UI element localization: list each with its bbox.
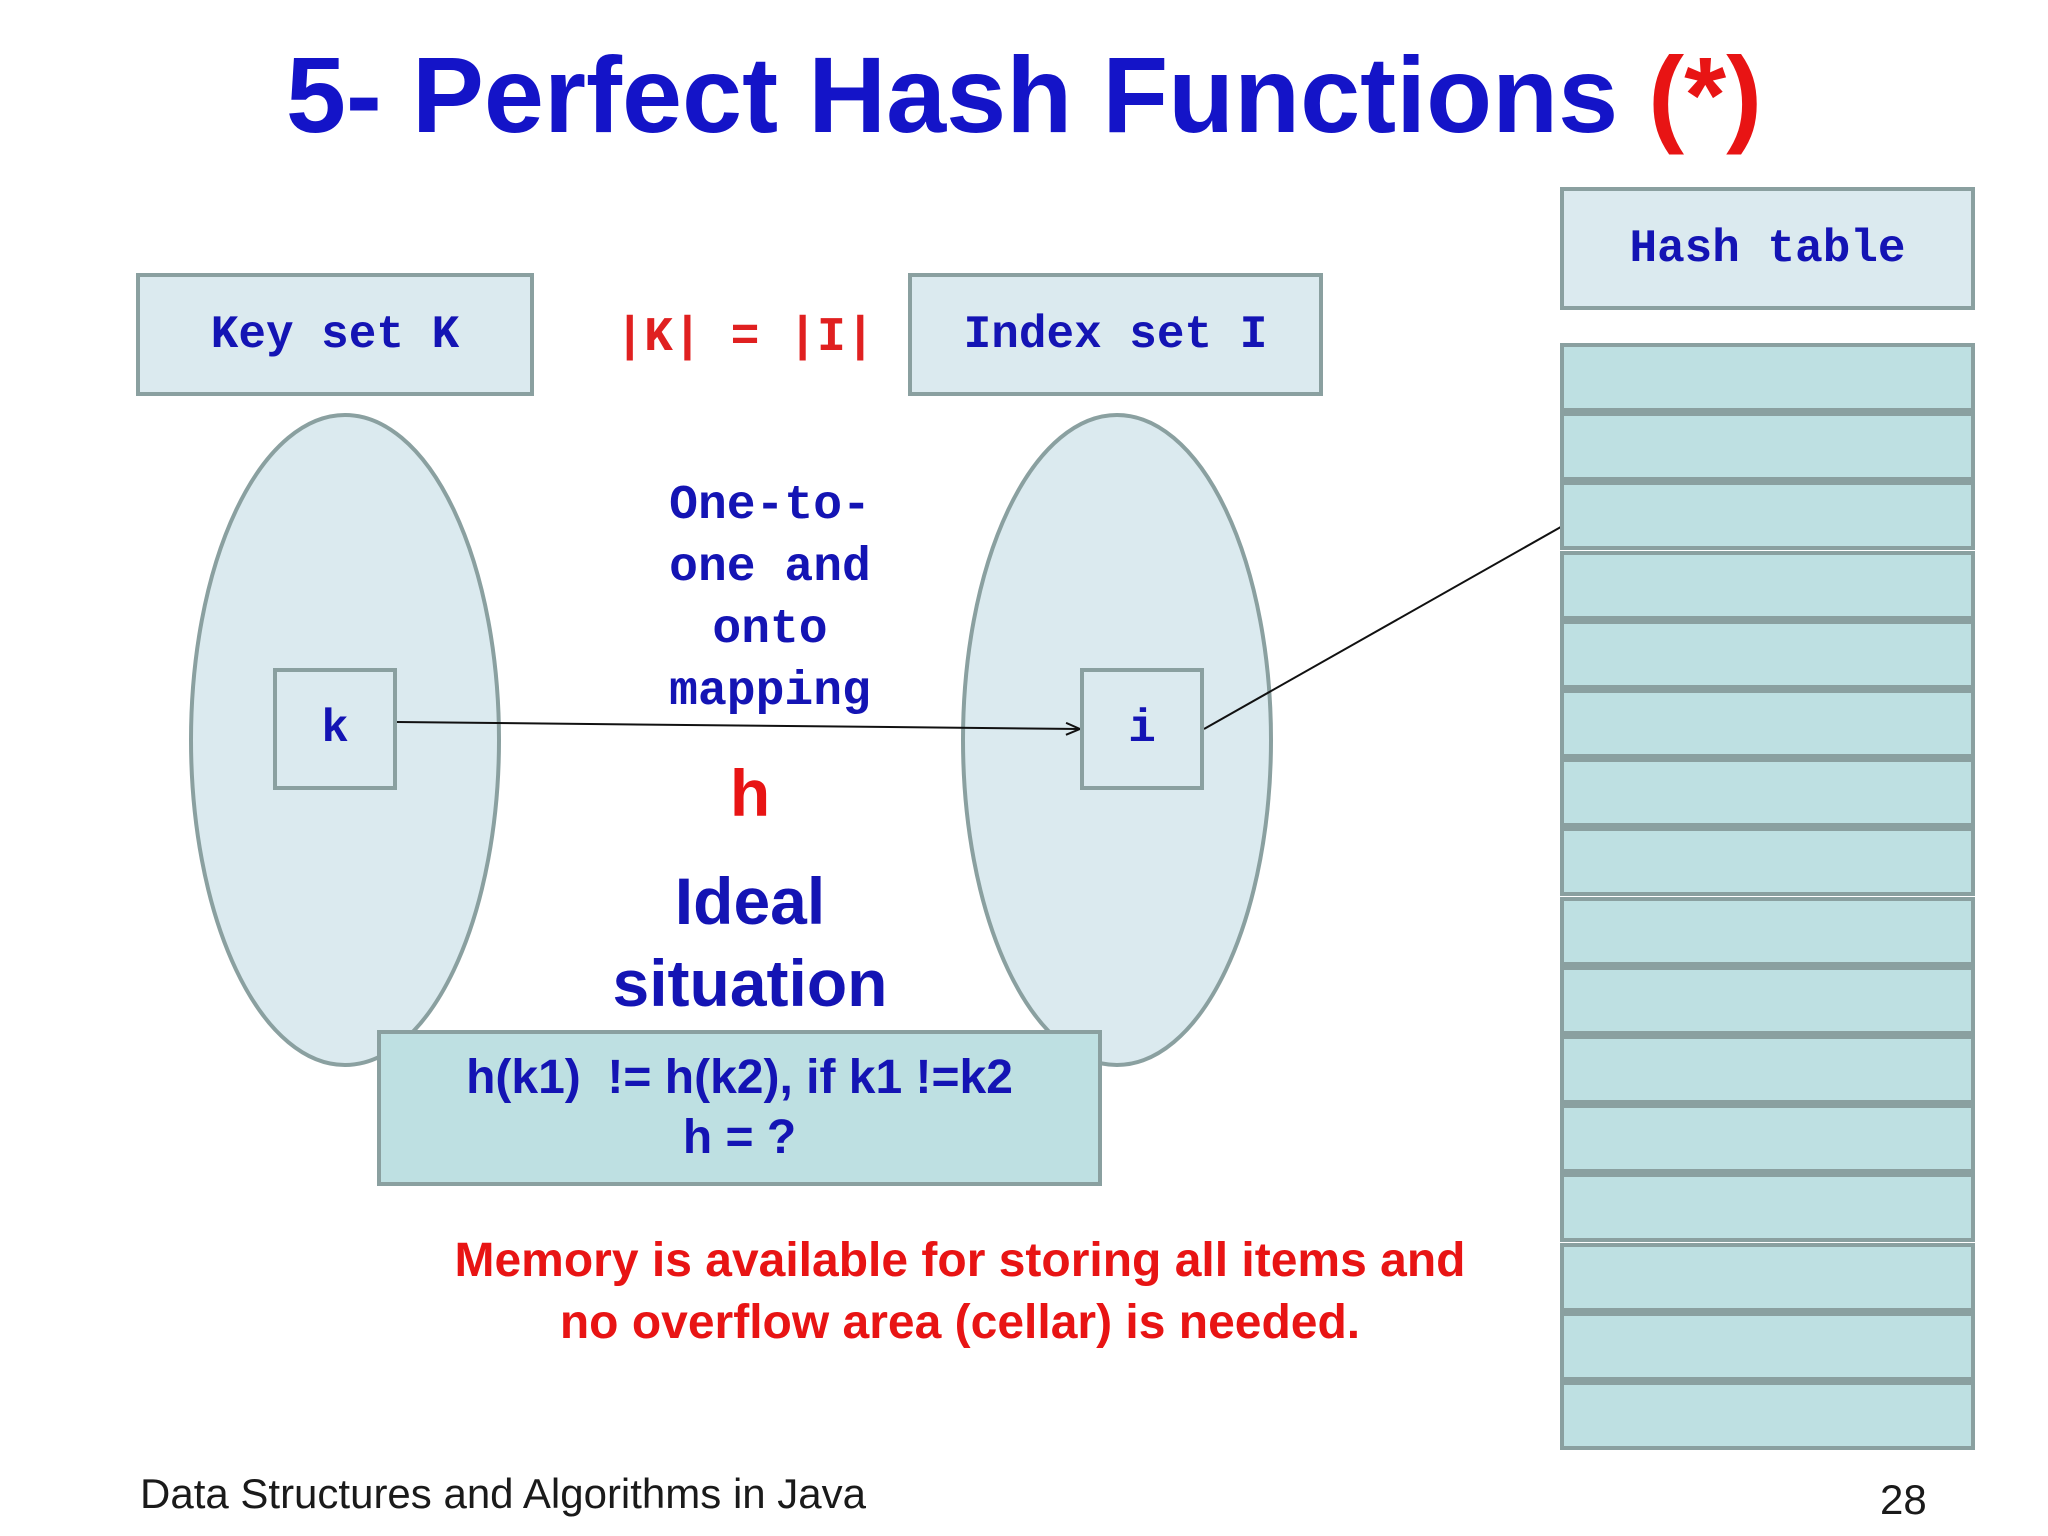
- index-set-box: Index set I: [908, 273, 1323, 396]
- memory-note-line: no overflow area (cellar) is needed.: [559, 1296, 1361, 1349]
- key-set-label: Key set K: [210, 308, 460, 361]
- ideal-line: situation: [612, 946, 888, 1020]
- hash-table-slot: [1560, 343, 1975, 412]
- mapping-arrow: [396, 721, 1080, 729]
- cardinality-equation: |K| = |I|: [615, 311, 875, 365]
- hash-table-slot: [1560, 689, 1975, 758]
- hash-table-slot: [1560, 965, 1975, 1035]
- hash-table-slot: [1560, 758, 1975, 828]
- hash-table-slot: [1560, 412, 1975, 482]
- mapping-line: mapping: [669, 665, 871, 719]
- hash-table-slot: [1560, 1311, 1975, 1381]
- key-element-label: k: [321, 703, 349, 755]
- hash-table-slot: [1560, 1104, 1975, 1174]
- footer-text: Data Structures and Algorithms in Java: [140, 1470, 867, 1517]
- index-element-box: i: [1080, 668, 1204, 790]
- hash-table-slot: [1560, 1242, 1975, 1312]
- hash-table-header-box: Hash table: [1560, 187, 1975, 310]
- index-set-label: Index set I: [963, 308, 1268, 361]
- index-element-label: i: [1128, 703, 1156, 755]
- memory-note: Memory is available for storing all item…: [300, 1230, 1620, 1354]
- hash-table-arrow: [1203, 515, 1582, 730]
- hash-table-slot: [1560, 1173, 1975, 1243]
- mapping-line: one and: [669, 541, 871, 595]
- mapping-line: One-to-: [669, 479, 871, 533]
- function-label: h: [729, 756, 771, 830]
- memory-note-line: Memory is available for storing all item…: [454, 1234, 1466, 1287]
- formula-box: h(k1) != h(k2), if k1 !=k2 h = ?: [377, 1030, 1102, 1186]
- ideal-situation-text: Ideal situation: [550, 860, 950, 1024]
- key-element-box: k: [273, 668, 397, 790]
- hash-table-label: Hash table: [1629, 222, 1906, 275]
- formula-line: h(k1) != h(k2), if k1 !=k2: [466, 1051, 1013, 1104]
- page-number: 28: [1880, 1476, 1927, 1523]
- key-set-box: Key set K: [136, 273, 534, 396]
- ideal-line: Ideal: [674, 864, 826, 938]
- hash-table-slot: [1560, 481, 1975, 551]
- mapping-description: One-to- one and onto mapping: [620, 475, 920, 723]
- hash-table-slot: [1560, 550, 1975, 620]
- hash-table-slot: [1560, 619, 1975, 689]
- mapping-line: onto: [712, 603, 828, 657]
- hash-table: [1560, 343, 1975, 1450]
- hash-table-slot: [1560, 827, 1975, 897]
- hash-table-slot: [1560, 1035, 1975, 1104]
- hash-table-slot: [1560, 896, 1975, 966]
- title-main: 5- Perfect Hash Functions: [285, 34, 1619, 155]
- hash-table-slot: [1560, 1381, 1975, 1450]
- formula-line: h = ?: [682, 1111, 797, 1164]
- title-star: (*): [1648, 34, 1763, 155]
- page-title: 5- Perfect Hash Functions (*): [0, 30, 2048, 160]
